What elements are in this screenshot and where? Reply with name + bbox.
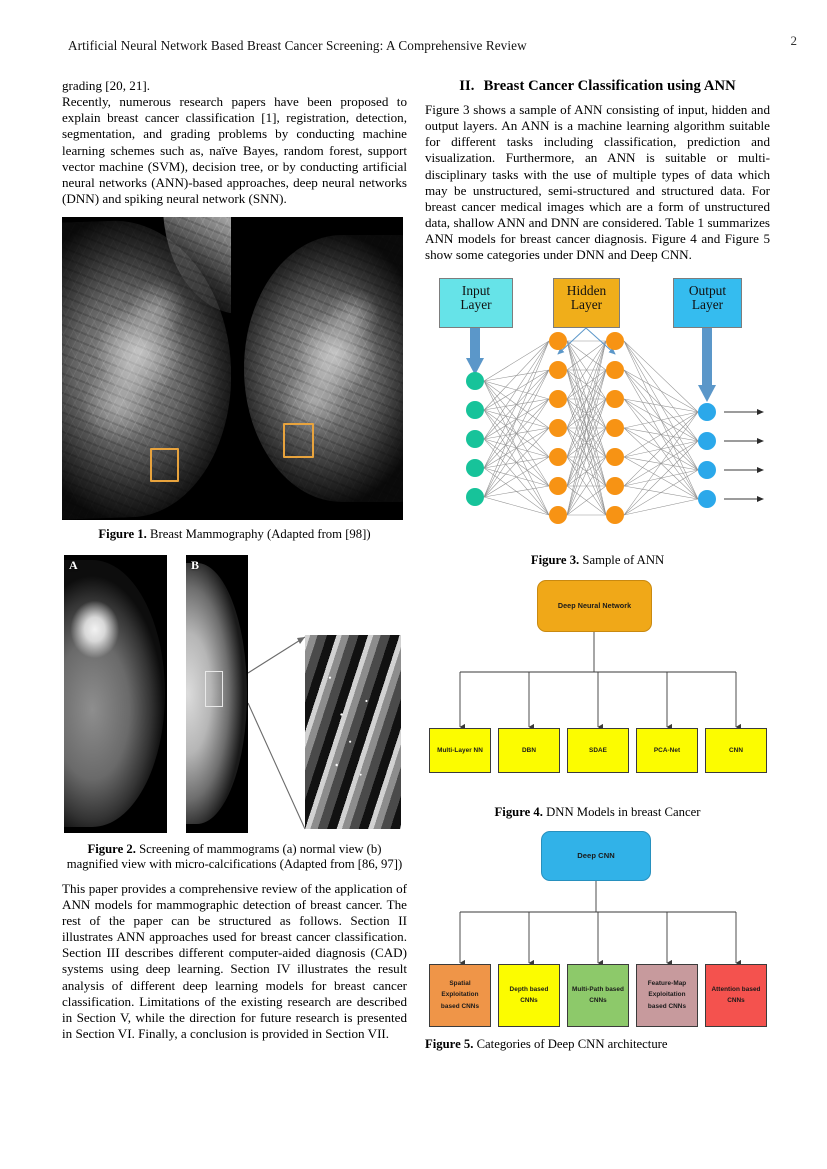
figure-5-leaf-node: Spatial Exploitation based CNNs [429, 963, 491, 1027]
figure-2-caption-label: Figure 2. [87, 841, 136, 856]
input-layer-box: Input Layer [439, 277, 513, 328]
figure-4-caption-label: Figure 4. [494, 805, 543, 820]
figure-1-images [62, 217, 403, 521]
output-node [698, 489, 716, 508]
microcalcification-texture [305, 634, 401, 829]
output-layer-label-line2: Layer [691, 297, 724, 313]
hidden-node [549, 505, 567, 524]
figure-2: A B Figure 2. Screening of mammograms (a… [62, 553, 407, 873]
figure-3-caption: Figure 3. Sample of ANN [425, 553, 770, 568]
hidden-node [606, 360, 624, 379]
hidden-node [549, 360, 567, 379]
running-head: Artificial Neural Network Based Breast C… [68, 38, 527, 53]
hidden-node [606, 418, 624, 437]
figure-2-magnified-inset [305, 634, 401, 829]
figure-5-leaf-node: Feature-Map Exploitation based CNNs [636, 963, 698, 1027]
output-node [698, 431, 716, 450]
figure-2-caption-text: Screening of mammograms (a) normal view … [66, 841, 403, 872]
hidden-node [549, 389, 567, 408]
roi-annotation-box [205, 670, 223, 707]
figure-5-leaf-node: Depth based CNNs [498, 963, 560, 1027]
panel-b-label: B [191, 557, 200, 572]
output-layer-box: Output Layer [673, 277, 742, 328]
figure-1-caption-label: Figure 1. [98, 527, 147, 542]
roi-annotation-box [149, 447, 180, 482]
hidden-node [606, 389, 624, 408]
paragraph-grading: grading [20, 21]. [62, 78, 150, 93]
figure-3: Input Layer Hidden Layer Output Layer [425, 277, 770, 568]
input-node [466, 371, 484, 390]
paragraph-this-paper: This paper provides a comprehensive revi… [62, 880, 407, 1042]
panel-a-label: A [69, 557, 78, 572]
hidden-layer-label-line2: Layer [570, 297, 603, 313]
input-node [466, 429, 484, 448]
figure-2-panel-a: A [64, 554, 167, 833]
hidden-node [606, 476, 624, 495]
ann-connection-edges [483, 340, 699, 515]
right-column: II. Breast Cancer Classification using AN… [425, 78, 770, 1052]
figure-4-leaf-node: CNN [705, 728, 767, 774]
breast-with-mass [64, 560, 165, 828]
figure-4-caption: Figure 4. DNN Models in breast Cancer [425, 805, 770, 820]
figure-1-caption: Figure 1. Breast Mammography (Adapted fr… [62, 527, 407, 542]
paragraph-recently: Recently, numerous research papers have … [62, 94, 407, 207]
figure-4-leaf-node: Multi-Layer NN [429, 728, 491, 774]
figure-1-caption-text: Breast Mammography (Adapted from [98]) [146, 527, 371, 542]
hidden-node [549, 331, 567, 350]
ann-diagram: Input Layer Hidden Layer Output Layer [425, 277, 766, 546]
deep-cnn-categories-tree: Deep CNN Spatial Exploitation based CNNs… [425, 830, 767, 1031]
figure-1: Figure 1. Breast Mammography (Adapted fr… [62, 217, 407, 542]
left-column: grading [20, 21]. Recently, numerous res… [62, 78, 407, 1042]
figure-3-caption-text: Sample of ANN [579, 552, 665, 567]
section-title: Breast Cancer Classification using ANN [483, 78, 736, 94]
hidden-node [549, 447, 567, 466]
figure-5-leaf-node: Multi-Path based CNNs [567, 963, 629, 1027]
input-node [466, 400, 484, 419]
section-heading: II. Breast Cancer Classification using AN… [425, 78, 770, 95]
hidden-node [549, 418, 567, 437]
input-layer-label-line1: Input [461, 282, 491, 298]
figure-2-caption: Figure 2. Screening of mammograms (a) no… [62, 842, 407, 873]
page-number: 2 [790, 33, 798, 48]
figure-5: Deep CNN Spatial Exploitation based CNNs… [425, 830, 770, 1052]
figure-5-caption-text: Categories of Deep CNN architecture [473, 1036, 668, 1051]
figure-5-root-node: Deep CNN [541, 830, 651, 881]
figure-5-caption: Figure 5. Categories of Deep CNN archite… [425, 1037, 770, 1052]
figure-3-caption-label: Figure 3. [530, 552, 580, 567]
roi-annotation-box [283, 423, 315, 458]
figure-5-connector-lines [459, 880, 742, 966]
figure-5-leaf-node: Attention based CNNs [705, 963, 767, 1027]
hidden-layer-box: Hidden Layer [553, 277, 620, 328]
figure-4-leaf-node: SDAE [567, 728, 629, 774]
input-layer-label-line2: Layer [460, 297, 492, 313]
figure-4-caption-text: DNN Models in breast Cancer [542, 805, 701, 820]
mammogram-mlo-view [62, 217, 231, 521]
figure-2-images: A B [62, 553, 403, 835]
output-layer-label-line1: Output [688, 282, 727, 298]
figure-5-caption-label: Figure 5. [425, 1036, 474, 1051]
hidden-node [606, 447, 624, 466]
figure-4-leaf-node: PCA-Net [636, 728, 698, 774]
hidden-layer-label-line1: Hidden [566, 282, 607, 298]
ann-layer-pointer-arrows [466, 327, 764, 502]
paragraph-figure3-intro: Figure 3 shows a sample of ANN consistin… [425, 102, 770, 263]
input-node [466, 487, 484, 506]
section-number: II. [459, 78, 475, 94]
input-node [466, 458, 484, 477]
mammogram-cc-view [234, 217, 403, 521]
breast-tissue-shape [244, 235, 403, 503]
output-node [698, 460, 716, 479]
hidden-node [606, 505, 624, 524]
figure-2-panel-b: B [186, 554, 248, 833]
output-node [698, 402, 716, 421]
figure-4-connector-lines [459, 632, 742, 731]
figure-2-callout-lines [247, 636, 306, 829]
figure-4-root-node: Deep Neural Network [537, 580, 652, 633]
hidden-node [549, 476, 567, 495]
hidden-node [606, 331, 624, 350]
figure-4-leaf-node: DBN [498, 728, 560, 774]
